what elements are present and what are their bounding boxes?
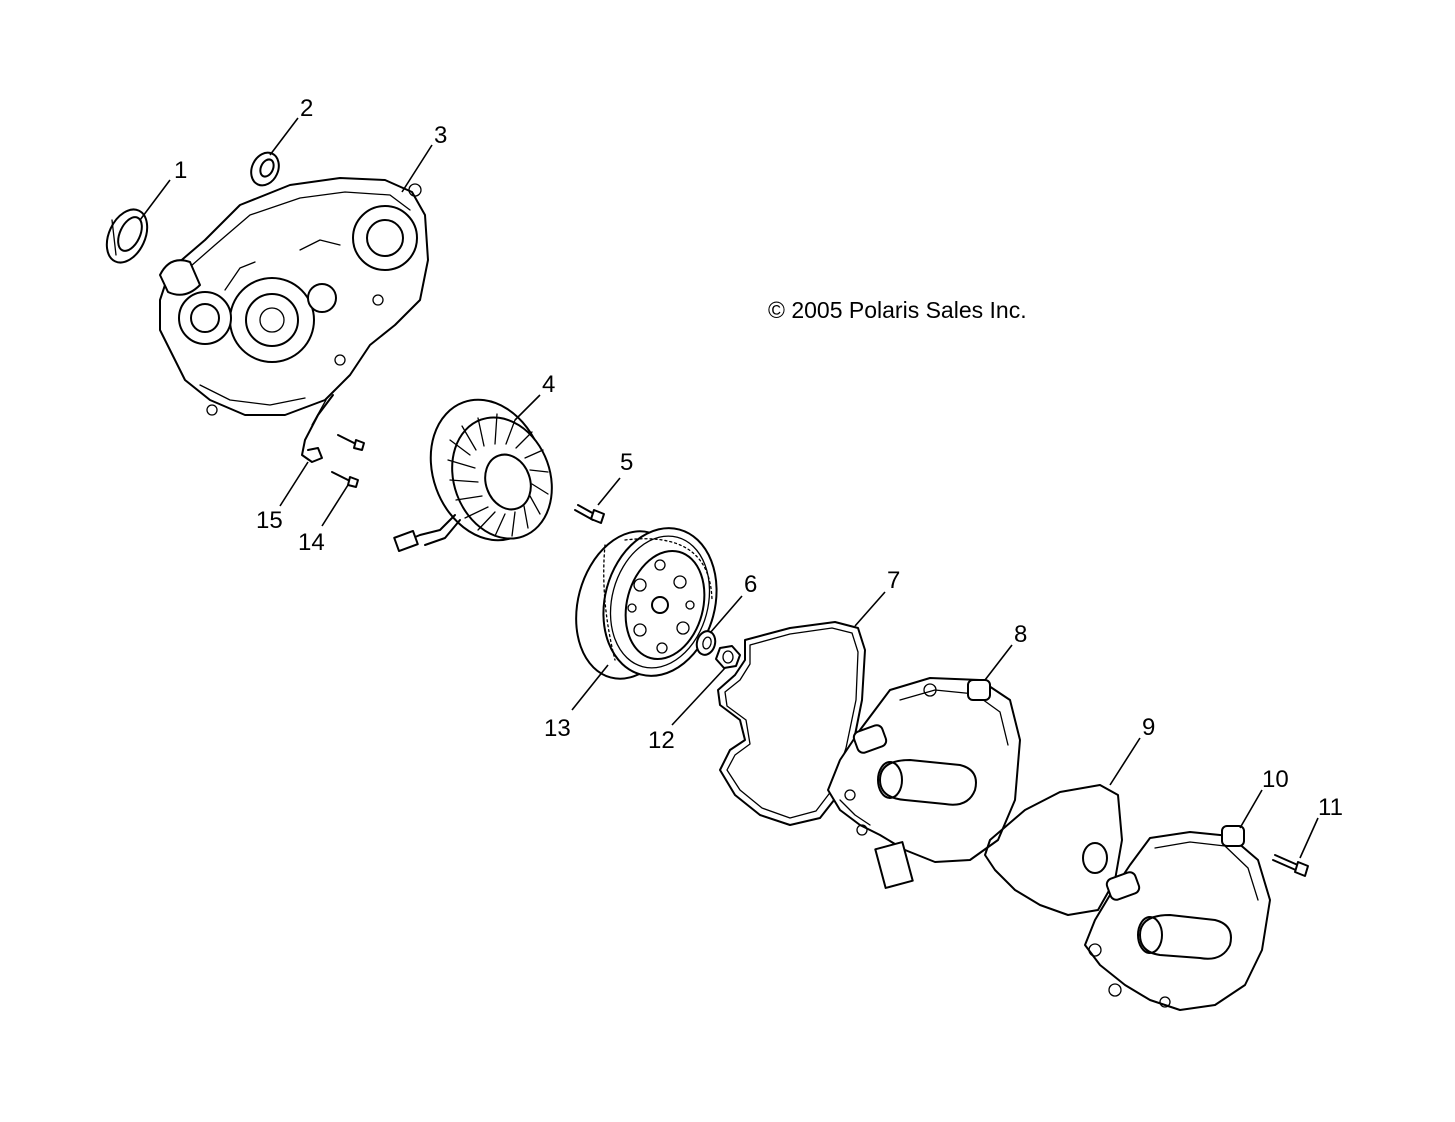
callout-7: 7	[887, 567, 900, 594]
callout-6: 6	[744, 571, 757, 598]
callout-4: 4	[542, 371, 555, 398]
part-11-bolt	[1272, 854, 1309, 877]
part-3-crankcase-cover	[159, 177, 429, 416]
callout-2: 2	[300, 95, 313, 122]
part-13-flywheel	[575, 527, 718, 680]
callout-5: 5	[620, 449, 633, 476]
part-8-cover	[827, 677, 1021, 889]
part-14-bolts	[331, 434, 365, 488]
callout-9: 9	[1142, 714, 1155, 741]
part-2-seal	[250, 151, 280, 187]
callout-10: 10	[1262, 766, 1289, 793]
callout-labels: 1 2 3 4 5 6 7 8 9 10 11 12 13 14 15	[174, 95, 1343, 821]
leader-lines	[139, 117, 1319, 859]
part-7-gasket	[717, 621, 866, 826]
part-5-bolt	[574, 504, 605, 524]
callout-12: 12	[648, 727, 675, 754]
part-15-wire-clip	[301, 394, 334, 463]
part-10-outer-cover	[1084, 825, 1271, 1011]
part-9-seal-disc	[984, 784, 1123, 916]
callout-14: 14	[298, 529, 325, 556]
part-6-washer	[695, 630, 717, 656]
copyright-text: © 2005 Polaris Sales Inc.	[768, 297, 1027, 323]
callout-3: 3	[434, 122, 447, 149]
callout-11: 11	[1318, 794, 1343, 821]
part-1-oil-seal	[105, 208, 149, 264]
callout-13: 13	[544, 715, 571, 742]
callout-1: 1	[174, 157, 187, 184]
part-12-nut	[715, 645, 741, 669]
callout-8: 8	[1014, 621, 1027, 648]
part-4-stator	[393, 398, 553, 552]
callout-15: 15	[256, 507, 283, 534]
